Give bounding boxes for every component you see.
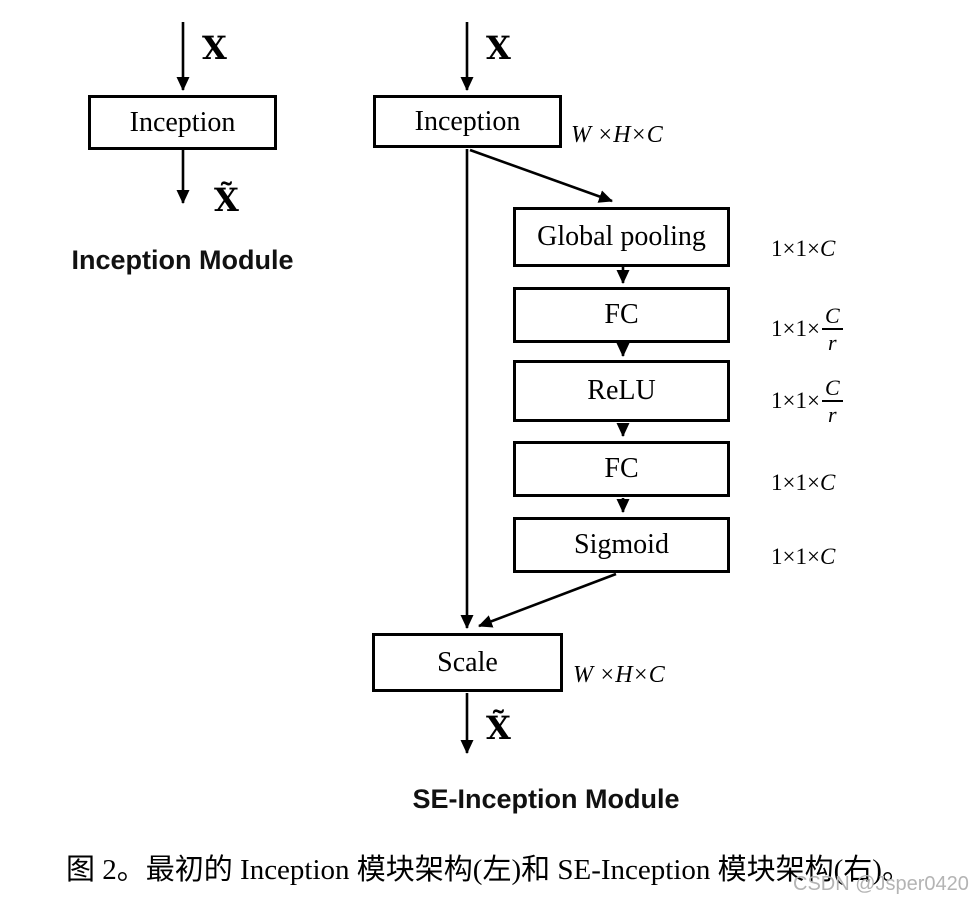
inception-dim-label: W ×H×C	[571, 122, 663, 149]
left-output-x-tilde-label: X̃	[214, 181, 239, 219]
fc2-box-label: FC	[604, 453, 639, 484]
line-sigmoid-to-scale	[478, 572, 617, 628]
fc2-box: FC	[513, 441, 730, 497]
scale-box: Scale	[372, 633, 563, 692]
scale-dim-label: W ×H×C	[573, 662, 665, 689]
sigmoid-box-label: Sigmoid	[574, 529, 669, 560]
fc2-dim-var: C	[819, 470, 836, 495]
sigmoid-box: Sigmoid	[513, 517, 730, 573]
csdn-watermark: CSDN @Jsper0420	[793, 873, 969, 895]
left-input-x-label: X	[202, 29, 227, 67]
relu-dim-numerator: C	[821, 376, 843, 403]
left-module-title: Inception Module	[71, 245, 294, 275]
sigmoid-dim-var: C	[819, 544, 836, 569]
scale-dim-text: W ×H×C	[573, 662, 665, 688]
left-inception-box: Inception	[88, 95, 277, 150]
right-output-x-tilde-label: X̃	[486, 709, 511, 747]
relu-box: ReLU	[513, 360, 730, 422]
gp-dim-prefix: 1×1×	[771, 236, 820, 261]
right-module-title: SE-Inception Module	[412, 784, 680, 814]
right-inception-box: Inception	[373, 95, 562, 148]
inception-dim-text: W ×H×C	[571, 122, 663, 148]
line-inception-to-globalpooling	[469, 148, 613, 203]
scale-box-label: Scale	[437, 646, 498, 678]
fc2-dim-label: 1×1×C	[771, 470, 835, 496]
fc1-box: FC	[513, 287, 730, 343]
relu-dim-denominator: r	[828, 402, 837, 428]
left-inception-box-label: Inception	[129, 106, 236, 138]
fc1-dim-numerator: C	[821, 304, 843, 331]
gp-dim-var: C	[819, 236, 836, 261]
sigmoid-dim-prefix: 1×1×	[771, 544, 820, 569]
fc1-dim-prefix: 1×1×	[771, 316, 820, 342]
fc2-dim-prefix: 1×1×	[771, 470, 820, 495]
global-pooling-dim-label: 1×1×C	[771, 236, 835, 262]
right-inception-box-label: Inception	[414, 105, 521, 137]
global-pooling-box-label: Global pooling	[537, 221, 706, 252]
figure-caption: 图 2。最初的 Inception 模块架构(左)和 SE-Inception …	[66, 854, 911, 886]
fc1-box-label: FC	[604, 299, 639, 330]
relu-box-label: ReLU	[587, 375, 656, 406]
right-input-x-label: X	[486, 29, 511, 67]
fc1-dim-denominator: r	[828, 330, 837, 356]
global-pooling-box: Global pooling	[513, 207, 730, 267]
sigmoid-dim-label: 1×1×C	[771, 544, 835, 570]
relu-dim-prefix: 1×1×	[771, 388, 820, 414]
